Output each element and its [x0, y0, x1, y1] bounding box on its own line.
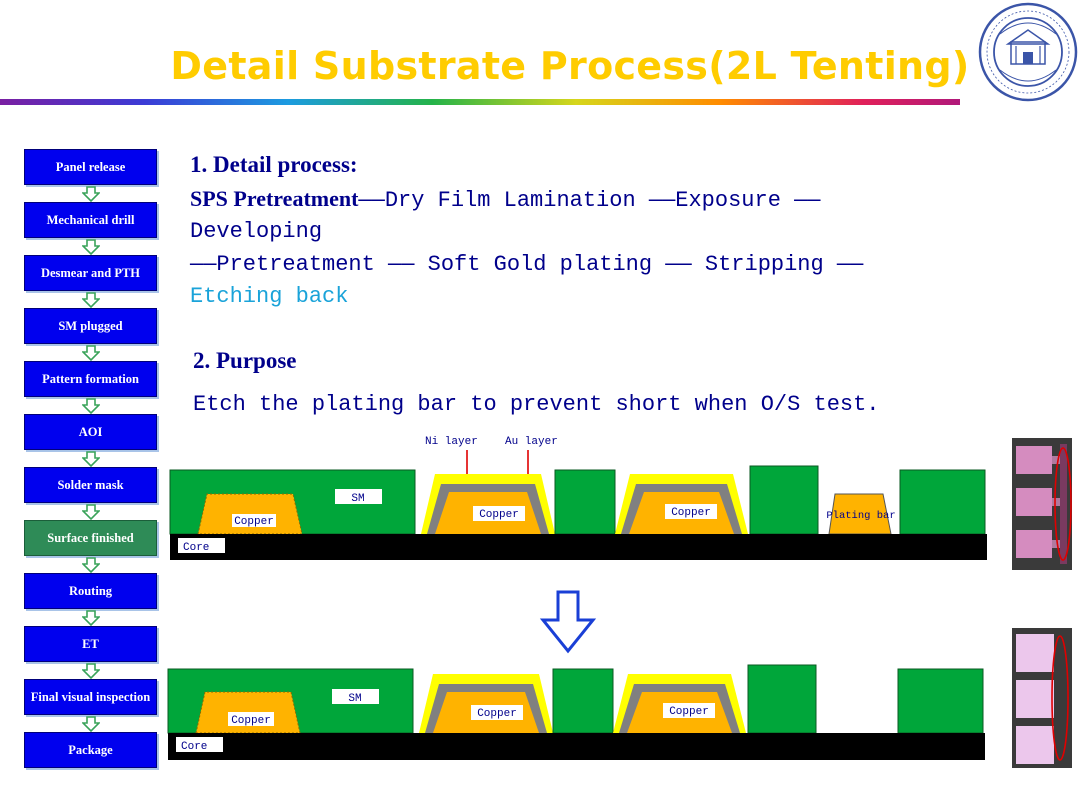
flow-arrow-icon [82, 239, 100, 255]
copper-label: Copper [234, 516, 274, 528]
core-layer [168, 733, 985, 760]
section1-heading: 1. Detail process: [190, 152, 358, 177]
flow-step-package: Package [24, 732, 157, 768]
university-seal-icon [978, 2, 1078, 102]
solder-mask-block [552, 668, 614, 734]
process-line-2: Developing [190, 219, 323, 244]
core-tag [176, 737, 223, 752]
core-tag [178, 538, 225, 553]
core-label: Core [181, 741, 207, 753]
process-line-1-rest: ——Dry Film Lamination ——Exposure —— [358, 188, 821, 213]
flow-step-final-visual-inspection: Final visual inspection [24, 679, 157, 715]
copper-tag [663, 703, 715, 718]
flow-step-sm-plugged: SM plugged [24, 308, 157, 344]
flow-arrow-icon [82, 504, 100, 520]
flow-step-panel-release: Panel release [24, 149, 157, 185]
copper-label: Copper [231, 715, 271, 727]
flow-arrow-icon [82, 663, 100, 679]
flow-arrow-icon [82, 451, 100, 467]
flow-step-aoi: AOI [24, 414, 157, 450]
flow-arrow-icon [82, 610, 100, 626]
rainbow-divider [0, 99, 960, 105]
copper-tag [228, 712, 274, 726]
process-line-4: Etching back [190, 284, 349, 309]
au-layer-label: Au layer [505, 436, 558, 448]
process-line-1: SPS Pretreatment——Dry Film Lamination ——… [190, 186, 821, 213]
sm-tag [335, 489, 382, 504]
page-title: Detail Substrate Process(2L Tenting) [170, 44, 970, 88]
cross-section-diagram: Ni layer Au layer Copper SM Copper Coppe… [167, 436, 987, 760]
sm-label: SM [351, 493, 364, 505]
process-line-3: ——Pretreatment —— Soft Gold plating —— S… [190, 252, 864, 277]
pad-photo-before [1012, 438, 1072, 570]
copper-tag [232, 514, 276, 527]
sm-label: SM [348, 693, 361, 705]
flow-step-pattern-formation: Pattern formation [24, 361, 157, 397]
solder-mask-block [749, 465, 819, 535]
process-line-1-bold: SPS Pretreatment [190, 186, 359, 211]
flow-step-routing: Routing [24, 573, 157, 609]
flow-arrow-icon [82, 716, 100, 732]
flow-arrow-icon [82, 398, 100, 414]
flow-arrow-icon [82, 345, 100, 361]
plating-bar-label: Plating bar [826, 510, 895, 522]
section2-heading: 2. Purpose [193, 348, 297, 373]
flow-step-solder-mask: Solder mask [24, 467, 157, 503]
cross-section-after: Copper SM Copper Copper Core [167, 664, 985, 760]
copper-tag [665, 504, 717, 519]
flow-step-mechanical-drill: Mechanical drill [24, 202, 157, 238]
solder-mask-block [899, 469, 986, 535]
copper-tag [471, 705, 523, 720]
sm-tag [332, 689, 379, 704]
core-label: Core [183, 542, 209, 554]
flow-arrow-icon [82, 292, 100, 308]
copper-label: Copper [479, 509, 519, 521]
flow-step-desmear-pth: Desmear and PTH [24, 255, 157, 291]
solder-mask-block [554, 469, 616, 535]
flow-step-surface-finished: Surface finished [24, 520, 157, 556]
cross-section-before: Copper SM Copper Copper Plating bar Core [169, 465, 987, 560]
down-arrow-icon [539, 590, 597, 654]
ni-layer-label: Ni layer [425, 436, 478, 448]
flow-step-et: ET [24, 626, 157, 662]
flow-arrow-icon [82, 557, 100, 573]
solder-mask-block [897, 668, 984, 734]
purpose-text: Etch the plating bar to prevent short wh… [193, 392, 880, 417]
pad-photo-after [1012, 628, 1072, 768]
flow-arrow-icon [82, 186, 100, 202]
copper-label: Copper [669, 706, 709, 718]
copper-label: Copper [477, 708, 517, 720]
copper-label: Copper [671, 507, 711, 519]
core-layer [170, 534, 987, 560]
copper-tag [473, 506, 525, 521]
solder-mask-block [747, 664, 817, 734]
